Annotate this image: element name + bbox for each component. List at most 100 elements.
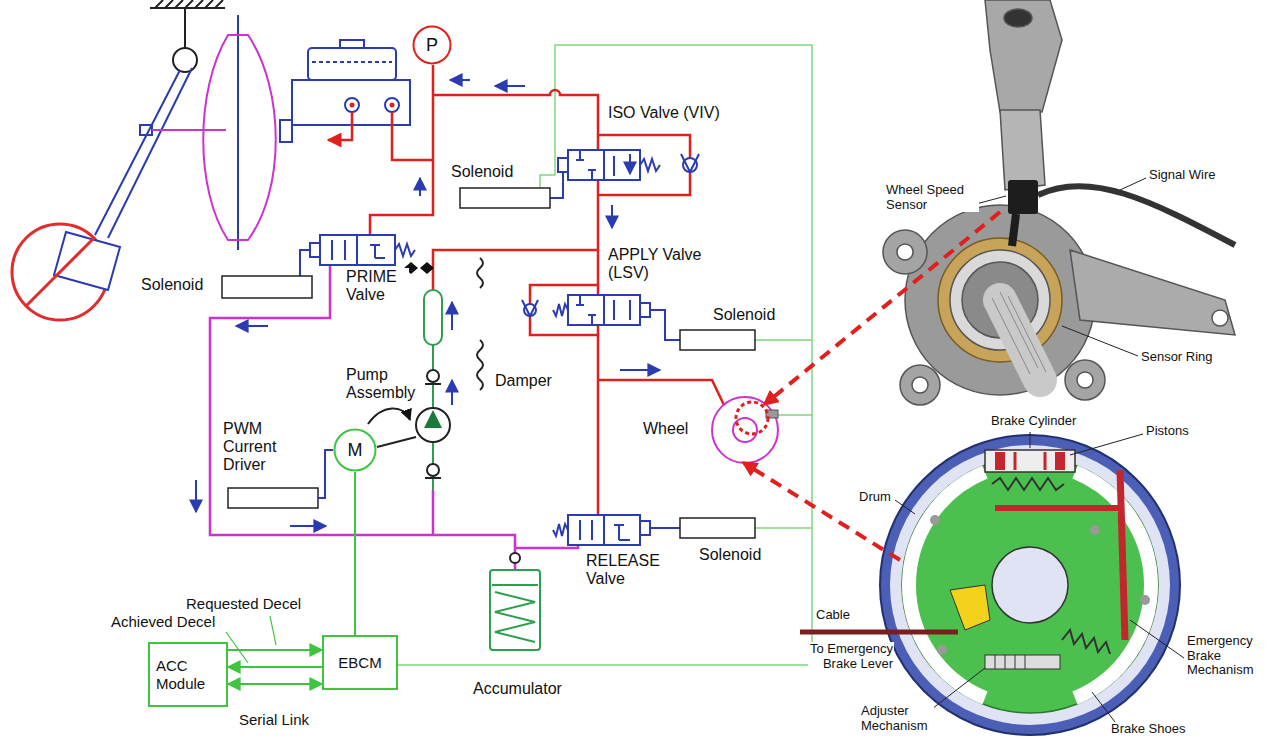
wheel-symbol <box>736 402 768 434</box>
release-valve <box>580 520 592 540</box>
signal-connector <box>354 472 356 635</box>
hydraulic-pressure-line <box>392 112 433 160</box>
part-label: Brake Shoes <box>1110 722 1186 737</box>
prime-valve <box>356 235 358 265</box>
accumulator <box>490 553 540 650</box>
damper <box>420 262 434 274</box>
valve-label: APPLY Valve (LSV) <box>607 246 709 282</box>
brake-booster <box>203 15 292 250</box>
component-label: Damper <box>494 372 553 390</box>
check-valve <box>522 300 538 316</box>
apply-valve <box>553 295 680 340</box>
steering-knuckle <box>985 0 1062 112</box>
label-leader <box>226 632 248 663</box>
flow-arrows <box>196 80 660 526</box>
flow-arrows <box>290 525 326 527</box>
drum-brake <box>992 478 1064 490</box>
steering-knuckle <box>900 365 940 405</box>
signal-connector <box>228 683 322 685</box>
solenoid-label: Solenoid <box>698 546 762 564</box>
damper <box>477 340 483 390</box>
module-box-content: ACC Module <box>150 644 226 705</box>
master-cylinder <box>390 103 395 108</box>
signal-label: Achieved Decel <box>110 614 216 631</box>
callout-arrow <box>765 212 1000 404</box>
drum-brake <box>985 450 1075 472</box>
solenoid-box <box>680 518 755 538</box>
hydraulic-pressure-line <box>597 325 600 515</box>
steering-knuckle <box>1077 372 1093 388</box>
node-text: M <box>348 440 363 461</box>
release-valve <box>614 525 630 540</box>
valve-label: PRIME Valve <box>345 268 409 304</box>
component-label: Wheel <box>642 420 689 438</box>
release-valve <box>553 524 568 536</box>
iso-valve <box>640 159 660 171</box>
prime-valve <box>320 235 395 265</box>
steering-knuckle <box>883 230 927 274</box>
pedal-pivot-bracket <box>155 0 223 8</box>
part-label: Signal Wire <box>1148 168 1216 183</box>
wheel-speed-sensor <box>1008 180 1235 246</box>
part-label: Cable <box>815 608 851 623</box>
drum-leader <box>895 500 915 514</box>
flow-arrows <box>495 85 525 87</box>
photo-leader <box>1120 178 1146 190</box>
brake-pedal <box>54 232 120 290</box>
hydraulic-pressure-line <box>328 112 352 140</box>
signal-label: Requested Decel <box>185 596 302 613</box>
part-label: Sensor Ring <box>1140 350 1214 365</box>
drum-brake <box>880 435 1180 735</box>
release-valve <box>603 515 605 545</box>
apply-valve <box>576 295 596 325</box>
solenoid-box <box>460 188 550 208</box>
pwm-driver-box <box>318 450 333 498</box>
pump-symbol <box>416 408 450 442</box>
drum-brake <box>909 472 985 698</box>
release-valve <box>650 527 680 529</box>
release-valve <box>568 515 640 545</box>
master-cylinder <box>308 48 396 80</box>
iso-valve <box>550 150 660 198</box>
master-cylinder <box>385 98 399 112</box>
drum-brake <box>1062 630 1110 654</box>
return-line <box>210 265 515 570</box>
steering-knuckle <box>1070 250 1235 335</box>
drum-leader <box>895 432 1184 722</box>
drum-brake <box>995 452 1005 470</box>
pump-symbol <box>427 464 439 476</box>
green-control-wiring <box>778 414 812 416</box>
motor-symbol-circle <box>335 430 376 471</box>
pedal-pivot-bracket <box>173 48 197 72</box>
iso-valve <box>614 154 630 176</box>
wheel-symbol <box>712 397 778 463</box>
part-label: Adjuster Mechanism <box>860 704 934 733</box>
accumulator <box>510 553 520 563</box>
pressure-gauge-content: P <box>412 25 452 65</box>
green-control-wiring <box>398 45 812 665</box>
drum-leader <box>1092 692 1115 722</box>
sensor-ring <box>938 238 1062 380</box>
drum-brake <box>1090 525 1100 535</box>
component-label: PWM Current Driver <box>222 420 296 474</box>
wheel-speed-sensor <box>1038 186 1235 245</box>
brake-cable <box>800 632 958 633</box>
pump-symbol <box>377 437 416 447</box>
return-line <box>210 265 578 570</box>
pump-symbol <box>427 370 439 382</box>
drum-brake <box>937 645 947 655</box>
wheel-speed-sensor <box>1008 180 1038 214</box>
flow-arrows <box>195 480 197 512</box>
green-control-wiring <box>398 45 812 665</box>
brake-pedal <box>95 68 192 238</box>
green-control-wiring <box>755 527 812 529</box>
hydraulic-pressure-line <box>328 65 724 515</box>
pedal-pivot-bracket <box>150 0 225 72</box>
no-pedal-slash <box>26 238 94 306</box>
drum-brake <box>1120 470 1125 640</box>
pedal-pivot-bracket <box>150 7 225 9</box>
steering-knuckle <box>897 244 913 260</box>
sensor-ring <box>992 292 1046 374</box>
master-cylinder <box>350 103 355 108</box>
